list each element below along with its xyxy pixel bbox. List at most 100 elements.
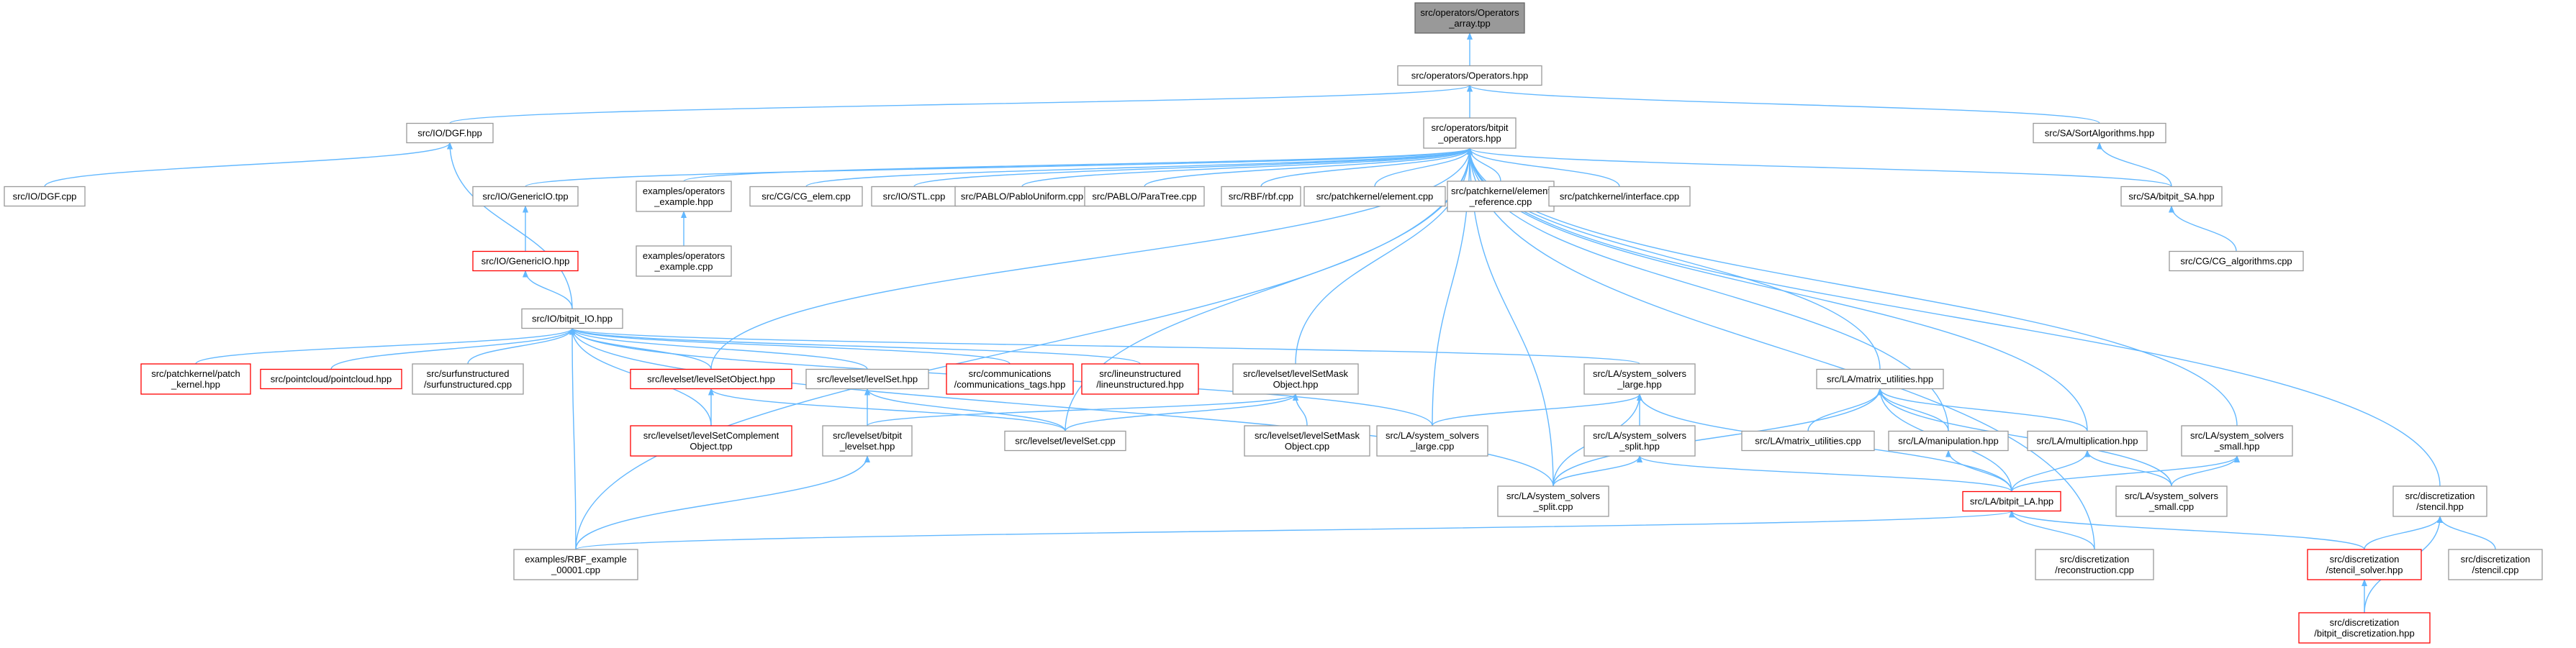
file-node[interactable]: src/discretization/stencil.hpp xyxy=(2392,485,2487,517)
file-node[interactable]: src/LA/system_solvers_split.hpp xyxy=(1583,425,1696,457)
file-node[interactable]: src/IO/GenericIO.hpp xyxy=(472,250,579,272)
include-edge xyxy=(2084,450,2172,487)
file-node[interactable]: src/SA/bitpit_SA.hpp xyxy=(2120,186,2223,207)
file-node-box xyxy=(4,186,86,207)
file-node-label: src/LA/system_solvers xyxy=(1506,490,1601,501)
file-node-label: Object.hpp xyxy=(1273,379,1319,390)
file-node-box xyxy=(2298,612,2431,644)
include-edge xyxy=(525,147,1473,188)
file-node[interactable]: src/patchkernel/element_reference.cpp xyxy=(1447,181,1555,212)
file-node[interactable]: src/LA/system_solvers_large.cpp xyxy=(1376,425,1488,457)
include-edge xyxy=(1877,388,1949,432)
file-node-label: src/discretization xyxy=(2330,554,2400,565)
file-node-label: src/CG/CG_elem.cpp xyxy=(761,191,851,202)
file-node[interactable]: src/IO/DGF.hpp xyxy=(406,122,494,144)
file-node-label: src/patchkernel/element xyxy=(1451,186,1550,196)
file-node[interactable]: src/discretization/stencil_solver.hpp xyxy=(2307,549,2422,580)
file-node[interactable]: src/levelset/levelSetObject.hpp xyxy=(630,368,792,390)
include-edge xyxy=(1432,393,1642,426)
file-node[interactable]: src/levelset/levelSet.cpp xyxy=(1004,430,1126,452)
file-node-label: src/discretization xyxy=(2405,490,2475,501)
file-node[interactable]: src/PABLO/PabloUniform.cpp xyxy=(954,186,1090,207)
file-node-label: /communications_tags.hpp xyxy=(954,379,1066,390)
file-node[interactable]: src/LA/system_solvers_large.hpp xyxy=(1583,363,1696,395)
file-node[interactable]: src/discretization/stencil.cpp xyxy=(2448,549,2543,580)
file-node[interactable]: src/CG/CG_elem.cpp xyxy=(749,186,863,207)
file-node-label: src/CG/CG_algorithms.cpp xyxy=(2180,256,2292,267)
file-node-box xyxy=(1303,186,1446,207)
file-node-label: _small.cpp xyxy=(2148,501,2194,512)
nodes-layer: src/operators/Operators_array.tpp src/ope… xyxy=(4,2,2543,644)
file-node[interactable]: src/PABLO/ParaTree.cpp xyxy=(1084,186,1205,207)
file-node[interactable]: src/patchkernel/patch_kernel.hpp xyxy=(140,363,251,395)
file-node-label: src/patchkernel/patch xyxy=(151,368,240,379)
file-node[interactable]: src/LA/manipulation.hpp xyxy=(1888,430,2009,452)
file-node-label: _large.cpp xyxy=(1410,441,1455,452)
file-node[interactable]: src/surfunstructured/surfunstructured.cp… xyxy=(412,363,524,395)
file-node-box xyxy=(630,368,792,390)
file-node[interactable]: src/LA/bitpit_LA.hpp xyxy=(1962,490,2061,512)
file-node[interactable]: src/IO/DGF.cpp xyxy=(4,186,86,207)
file-node[interactable]: src/RBF/rbf.cpp xyxy=(1221,186,1301,207)
file-node[interactable]: examples/RBF_example_00001.cpp xyxy=(513,549,638,580)
file-node-label: Object.cpp xyxy=(1285,441,1329,452)
file-node[interactable]: src/SA/SortAlgorithms.hpp xyxy=(2033,122,2166,144)
file-node[interactable]: src/operators/Operators_array.tpp xyxy=(1414,2,1525,34)
edges-layer xyxy=(44,32,2496,613)
file-node[interactable]: src/LA/system_solvers_split.cpp xyxy=(1497,485,1609,517)
file-node[interactable]: examples/operators_example.hpp xyxy=(636,181,732,212)
include-edge xyxy=(467,327,575,365)
file-node[interactable]: src/CG/CG_algorithms.cpp xyxy=(2169,250,2304,272)
file-node[interactable]: src/levelset/bitpit_levelset.hpp xyxy=(822,425,913,457)
file-node[interactable]: src/IO/bitpit_IO.hpp xyxy=(521,308,623,329)
file-node[interactable]: src/lineunstructured/lineunstructured.hp… xyxy=(1081,363,1199,395)
file-node-label: _operators.hpp xyxy=(1437,133,1501,144)
include-edge xyxy=(1374,147,1473,187)
file-node[interactable]: examples/operators_example.cpp xyxy=(636,245,732,277)
include-edge xyxy=(867,393,1298,426)
file-node-box xyxy=(260,368,402,390)
file-node[interactable]: src/levelset/levelSet.hpp xyxy=(805,368,929,390)
file-node[interactable]: src/operators/bitpit_operators.hpp xyxy=(1423,117,1517,149)
file-node[interactable]: src/LA/matrix_utilities.cpp xyxy=(1741,430,1875,452)
file-node[interactable]: src/LA/system_solvers_small.hpp xyxy=(2181,425,2293,457)
file-node-box xyxy=(630,425,792,457)
file-node-label: examples/RBF_example xyxy=(525,554,627,565)
file-node-label: src/levelset/levelSet.hpp xyxy=(817,374,918,385)
file-node[interactable]: src/patchkernel/interface.cpp xyxy=(1548,186,1691,207)
file-node-label: _reference.cpp xyxy=(1469,196,1532,207)
include-edge xyxy=(2011,455,2240,492)
file-node[interactable]: src/LA/system_solvers_small.cpp xyxy=(2115,485,2228,517)
file-node[interactable]: src/levelset/levelSetComplementObject.tp… xyxy=(630,425,792,457)
file-node-label: _kernel.hpp xyxy=(171,379,220,390)
file-node[interactable]: src/LA/multiplication.hpp xyxy=(2027,430,2148,452)
file-node-label: _split.cpp xyxy=(1533,501,1573,512)
file-node-box xyxy=(2169,250,2304,272)
file-node-label: _00001.cpp xyxy=(551,565,600,575)
file-node[interactable]: src/patchkernel/element.cpp xyxy=(1303,186,1446,207)
file-node-label: src/LA/manipulation.hpp xyxy=(1898,436,1998,447)
file-node[interactable]: src/pointcloud/pointcloud.hpp xyxy=(260,368,402,390)
file-node-label: src/LA/bitpit_LA.hpp xyxy=(1970,496,2053,507)
include-edge xyxy=(2097,142,2172,187)
file-node[interactable]: src/IO/GenericIO.tpp xyxy=(472,186,579,207)
file-node-box xyxy=(2307,549,2422,580)
file-node-box xyxy=(749,186,863,207)
include-edge xyxy=(708,388,1066,432)
include-edge xyxy=(2011,450,2090,492)
file-node-box xyxy=(2033,122,2166,144)
include-edge xyxy=(2171,455,2240,487)
include-edge xyxy=(1945,450,2012,492)
file-node-label: src/discretization xyxy=(2330,617,2400,628)
file-node-box xyxy=(513,549,638,580)
file-node-label: src/PABLO/ParaTree.cpp xyxy=(1092,191,1196,202)
file-node[interactable]: src/discretization/bitpit_discretization… xyxy=(2298,612,2431,644)
file-node[interactable]: src/communications/communications_tags.h… xyxy=(946,363,1074,395)
file-node-label: /lineunstructured.hpp xyxy=(1096,379,1183,390)
file-node[interactable]: src/IO/STL.cpp xyxy=(871,186,957,207)
file-node[interactable]: src/operators/Operators.hpp xyxy=(1397,65,1542,86)
file-node[interactable]: src/discretization/reconstruction.cpp xyxy=(2035,549,2154,580)
file-node[interactable]: src/LA/matrix_utilities.hpp xyxy=(1816,368,1944,390)
